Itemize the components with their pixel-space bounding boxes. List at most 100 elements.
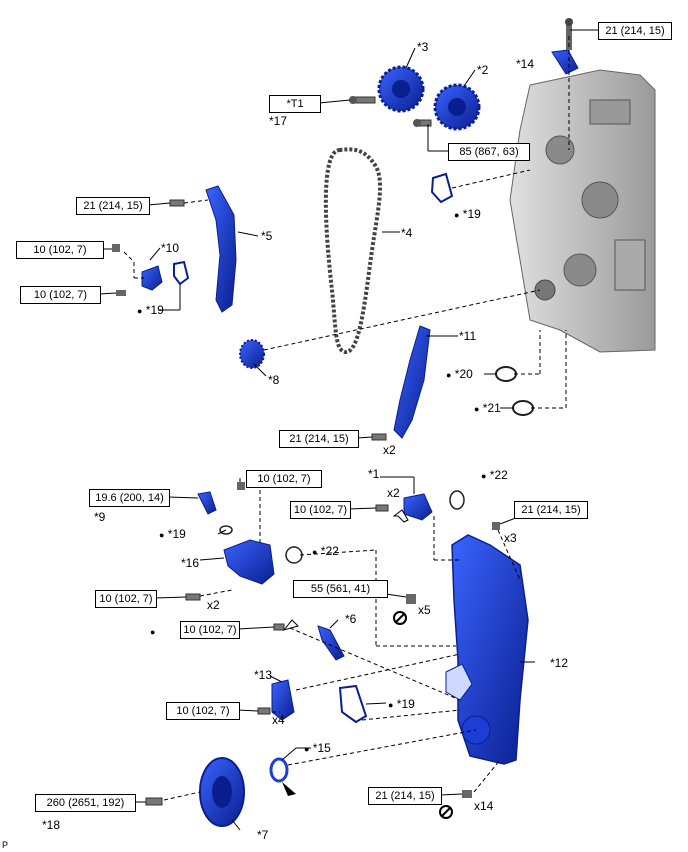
bullet-dot: ●: [481, 471, 487, 481]
callout-8: *8: [268, 373, 280, 387]
callout-21-wrap: ● *21: [474, 401, 501, 416]
count-cover-top: x3: [504, 531, 517, 545]
callout-19-a: *19: [462, 207, 481, 221]
torque-box-pump-left: 10 (102, 7): [95, 590, 157, 608]
callout-19-plate: ● *19: [388, 697, 415, 712]
o-ring-20: [495, 366, 517, 382]
bolt-cover-bottom: [462, 790, 472, 798]
o-ring-22-valve: [449, 490, 465, 510]
seal-symbol-bottom: [439, 805, 453, 819]
torque-box-85: 85 (867, 63): [448, 143, 530, 161]
callout-2: *2: [477, 63, 489, 77]
torque-box-pump-top: 10 (102, 7): [246, 470, 322, 488]
bolt-1: [375, 504, 389, 512]
callout-14: *14: [516, 57, 535, 71]
callout-4: *4: [401, 226, 413, 240]
bolt-crank: [145, 797, 163, 806]
callout-11: *11: [459, 329, 477, 343]
water-pump-16: [223, 539, 275, 585]
bolt-16-left: [185, 593, 201, 601]
count-55: x5: [418, 603, 431, 617]
sensor-6: [317, 625, 345, 661]
torque-box-cover-top: 21 (214, 15): [514, 501, 588, 519]
torque-box-guide-5: 21 (214, 15): [76, 197, 150, 215]
count-valve: x2: [387, 486, 400, 500]
gasket-19-plate: [338, 684, 368, 724]
count-cover-bottom: x14: [474, 799, 494, 813]
torque-box-sensor-6: 10 (102, 7): [180, 621, 240, 639]
bullet-left: ●: [150, 627, 156, 637]
arrow-vvt: [392, 509, 409, 523]
gasket-19-top: [430, 172, 454, 204]
cover-plate-13: [271, 679, 295, 721]
callout-19-d: *19: [396, 697, 415, 711]
callout-19-top: ● *19: [454, 207, 481, 222]
bullet-dot: ●: [137, 306, 143, 316]
bullet-dot: ●: [312, 547, 318, 557]
crank-sprocket-8: [239, 339, 265, 369]
bolt-6: [273, 623, 285, 631]
chain-guide-5: [205, 185, 237, 313]
bolt-55: [406, 594, 416, 604]
bolt-85: [413, 119, 432, 127]
callout-20: *20: [454, 367, 473, 381]
callout-21: *21: [482, 401, 501, 415]
crank-pulley-7: [199, 757, 245, 827]
callout-9: *9: [94, 510, 106, 524]
torque-box-bracket-14: 21 (214, 15): [598, 22, 672, 40]
torque-box-10-b: 10 (102, 7): [20, 286, 101, 304]
callout-15: *15: [312, 741, 331, 755]
callout-22-top: ● *22: [481, 468, 508, 483]
callout-17: *17: [269, 114, 288, 128]
dashed-lines: [123, 36, 570, 801]
bolt-guide-5: [169, 199, 185, 207]
bullet-dot: ●: [454, 210, 460, 220]
callout-1: *1: [368, 467, 380, 481]
callout-7: *7: [257, 828, 269, 842]
timing-chain: [323, 147, 382, 354]
arrow-seal-15: [282, 782, 296, 796]
callout-19-c: *19: [167, 527, 186, 541]
leader-lines: [98, 29, 598, 831]
torque-box-cover-bottom: 21 (214, 15): [368, 787, 442, 805]
callout-15-wrap: ● *15: [304, 741, 331, 756]
torque-box-t1: *T1: [269, 95, 321, 113]
callout-13: *13: [254, 668, 273, 682]
gasket-19-left: [173, 260, 190, 286]
tensioner-10: [141, 265, 163, 291]
chain-guide-11: [393, 325, 431, 439]
sensor-9: [197, 491, 217, 515]
gasket-19-pump: [219, 525, 233, 535]
torque-box-10-a: 10 (102, 7): [16, 241, 104, 259]
callout-6: *6: [345, 612, 357, 626]
bolt-16-top: [237, 482, 245, 490]
callout-19-b: *19: [145, 303, 164, 317]
torque-box-guide-11: 21 (214, 15): [279, 430, 359, 448]
bolt-cover-top: [492, 522, 500, 530]
bullet-dot: ●: [304, 744, 310, 754]
count-chain-guide: x2: [383, 443, 396, 457]
o-ring-21: [512, 400, 534, 416]
bullet-dot: ●: [388, 700, 394, 710]
page-marker: P: [2, 840, 9, 850]
callout-22-b: *22: [320, 544, 339, 558]
engine-block: [509, 69, 656, 353]
callout-12: *12: [550, 656, 569, 670]
torque-box-sensor-9: 19.6 (200, 14): [89, 489, 170, 507]
oil-control-valve-1: [403, 493, 433, 521]
torque-box-plate-13: 10 (102, 7): [166, 702, 240, 720]
bullet-dot: ●: [446, 370, 452, 380]
callout-22-pump: ● *22: [312, 544, 339, 559]
bolt-10-b: [116, 290, 126, 296]
bolt-13: [257, 707, 271, 715]
callout-5: *5: [261, 229, 273, 243]
bracket-14: [551, 18, 579, 75]
timing-cover-window: [445, 663, 473, 701]
callout-19-left: ● *19: [137, 303, 164, 318]
callout-18: *18: [42, 818, 61, 832]
timing-cover-12: [451, 534, 529, 765]
torque-box-55: 55 (561, 41): [293, 580, 388, 598]
camshaft-sprocket-3: [377, 65, 425, 113]
callout-3: *3: [417, 40, 429, 54]
